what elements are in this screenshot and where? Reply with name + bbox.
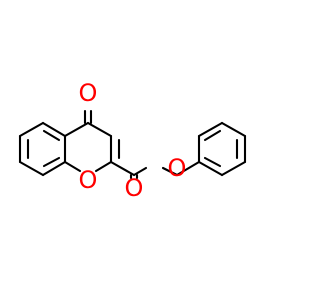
bond bbox=[220, 160, 247, 177]
bond bbox=[203, 129, 222, 142]
bond bbox=[132, 166, 148, 177]
ring-oxygen-label: O bbox=[79, 166, 98, 194]
molecule-structure: O O O O bbox=[18, 79, 247, 202]
bond bbox=[63, 160, 82, 173]
bond bbox=[18, 121, 45, 138]
molecule-diagram: O O O O bbox=[18, 79, 247, 202]
bond bbox=[63, 121, 90, 138]
bond bbox=[197, 121, 224, 138]
carbonyl-oxygen-label: O bbox=[125, 174, 144, 202]
bond-set bbox=[18, 109, 247, 180]
bond bbox=[161, 166, 179, 177]
bond bbox=[86, 121, 113, 138]
bond bbox=[175, 160, 201, 177]
atom-label-set: O O O O bbox=[79, 79, 187, 202]
bond bbox=[203, 156, 222, 168]
bond bbox=[18, 160, 45, 177]
bond bbox=[41, 160, 67, 177]
bond bbox=[42, 129, 61, 142]
bond bbox=[41, 121, 67, 138]
bond bbox=[220, 121, 247, 138]
bond bbox=[109, 160, 136, 177]
bond bbox=[197, 160, 224, 177]
bond bbox=[42, 156, 61, 168]
bond bbox=[94, 160, 113, 173]
ketone-oxygen-label: O bbox=[79, 79, 98, 107]
ester-oxygen-label: O bbox=[168, 154, 187, 182]
